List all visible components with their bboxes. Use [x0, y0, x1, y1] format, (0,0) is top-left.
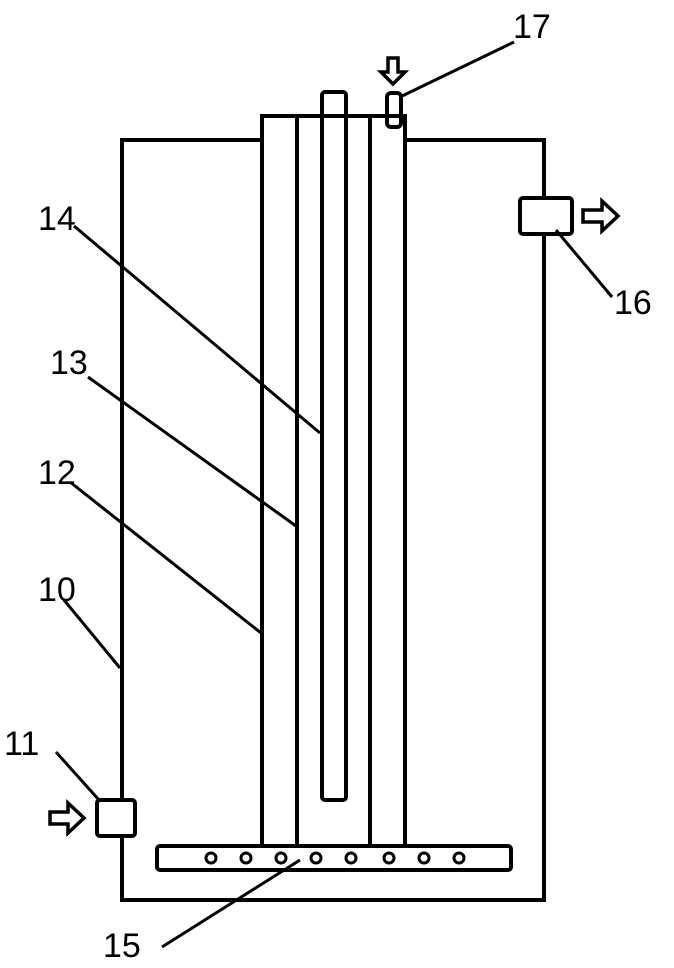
- vessel-body: [120, 138, 546, 902]
- leader-line-12: [69, 480, 262, 635]
- leader-line-15: [161, 858, 301, 949]
- label-17: 17: [513, 8, 551, 46]
- outlet-nozzle: [518, 196, 574, 236]
- feed-arrow-icon: [376, 56, 410, 87]
- feed-port: [385, 91, 403, 129]
- label-15: 15: [103, 927, 141, 965]
- leader-line-17: [399, 40, 515, 99]
- inlet-arrow-icon: [48, 798, 87, 838]
- distributor-hole: [274, 851, 288, 865]
- inner-tube: [320, 90, 348, 802]
- distributor-hole: [452, 851, 466, 865]
- distributor-hole: [204, 851, 218, 865]
- distributor-holes: [204, 851, 466, 865]
- distributor-hole: [417, 851, 431, 865]
- leader-line-11: [54, 750, 101, 802]
- outer-tube: [260, 114, 407, 848]
- leader-line-16: [554, 229, 614, 298]
- label-10: 10: [38, 571, 76, 609]
- leader-line-10: [62, 599, 122, 669]
- label-14: 14: [38, 200, 76, 238]
- distributor-hole: [344, 851, 358, 865]
- leader-line-13: [87, 375, 297, 528]
- distributor-hole: [309, 851, 323, 865]
- outlet-arrow-icon: [581, 196, 621, 236]
- label-11: 11: [4, 725, 39, 763]
- inlet-nozzle: [95, 798, 137, 838]
- distributor-hole: [382, 851, 396, 865]
- label-12: 12: [38, 454, 76, 492]
- label-16: 16: [614, 284, 652, 322]
- label-13: 13: [50, 344, 88, 382]
- distributor-hole: [239, 851, 253, 865]
- distributor-bar: [155, 844, 513, 872]
- leader-line-14: [73, 224, 321, 435]
